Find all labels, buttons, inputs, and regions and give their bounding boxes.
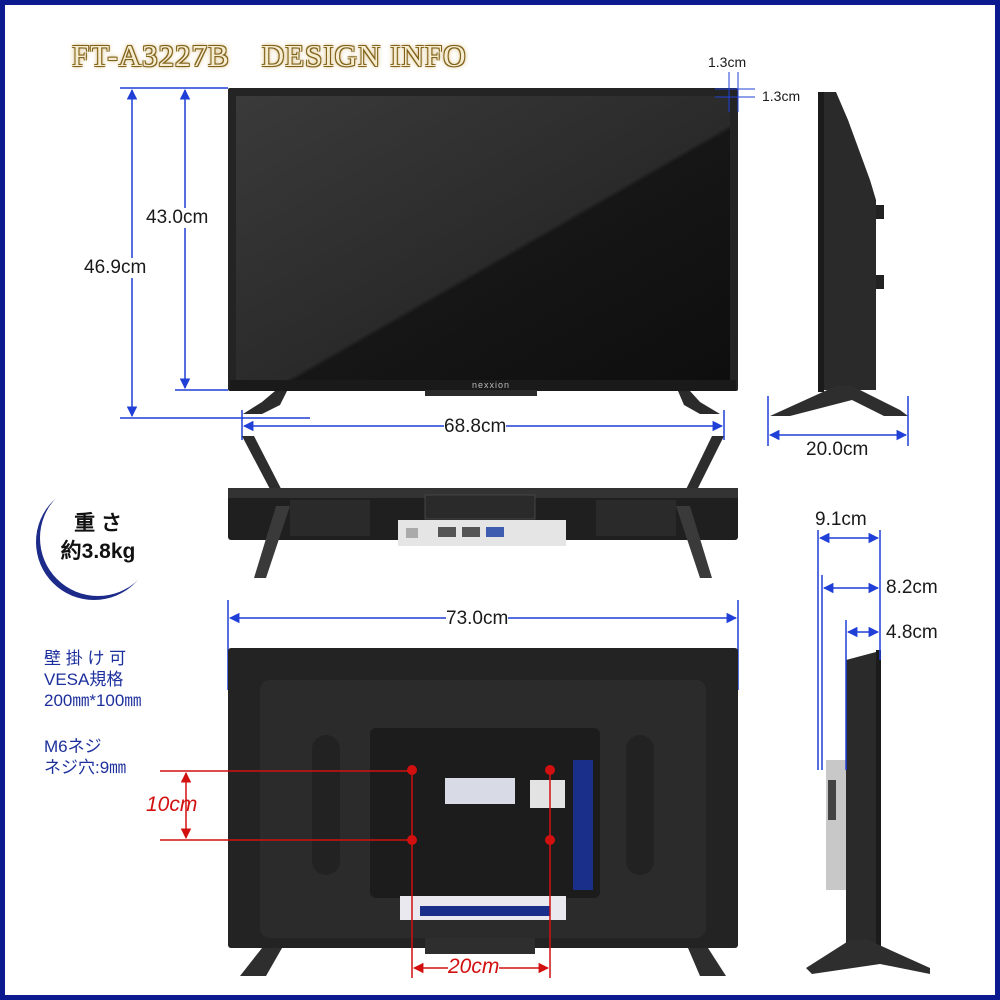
side-view-rear: [806, 650, 930, 974]
rear-center-panel: [370, 728, 600, 898]
front-screen: [236, 96, 730, 380]
height-dims: [120, 87, 725, 440]
weight-badge: 重 さ 約3.8kg: [40, 480, 156, 596]
bezel-width-label: 1.3cm: [708, 54, 747, 70]
depth-dim: [767, 396, 909, 446]
bottom-leg-left-front: [254, 506, 290, 578]
weight-label: 重 さ: [74, 512, 122, 535]
wall-note-line2: VESA規格: [44, 670, 124, 689]
front-view: [228, 88, 738, 414]
weight-value: 約3.8kg: [60, 540, 136, 563]
wall-note-line1: 壁 掛 け 可: [44, 649, 127, 668]
front-stand-right: [678, 391, 720, 414]
front-bottom-strip: [230, 380, 736, 391]
side-stand: [770, 386, 908, 416]
total-height-label: 46.9cm: [84, 257, 147, 278]
side-depth-dims: [817, 530, 881, 770]
side-view: [770, 92, 908, 416]
screen-width-label: 68.8cm: [444, 416, 507, 437]
bezel-marks: [715, 72, 755, 112]
bottom-leg-right-front: [676, 506, 712, 578]
vesa-vertical-label: 10cm: [146, 793, 198, 816]
total-width-label: 73.0cm: [446, 608, 509, 629]
depth-total-label: 9.1cm: [815, 509, 867, 530]
brand-logo: nexxion: [472, 380, 511, 390]
side-body: [822, 92, 876, 390]
front-button-bar: [425, 390, 537, 396]
bezel-height-label: 1.3cm: [762, 88, 801, 104]
rear-view: [228, 648, 738, 976]
front-stand-left: [243, 391, 287, 414]
screw-note-line2: ネジ穴:9㎜: [44, 758, 127, 777]
bottom-view: [228, 436, 738, 578]
depth-body-label: 8.2cm: [886, 577, 938, 598]
wall-mount-note: 壁 掛 け 可 VESA規格 200㎜*100㎜: [44, 648, 141, 711]
screw-note-line1: M6ネジ: [44, 737, 102, 756]
vesa-dims: [160, 770, 551, 978]
stand-depth-label: 20.0cm: [806, 439, 869, 460]
panel-height-label: 43.0cm: [146, 207, 209, 228]
wall-note-line3: 200㎜*100㎜: [44, 691, 142, 710]
depth-thin-label: 4.8cm: [886, 622, 938, 643]
side-rear-body: [846, 652, 876, 948]
screw-note: M6ネジ ネジ穴:9㎜: [44, 736, 126, 778]
page-title: FT-A3227B DESIGN INFO: [72, 38, 467, 73]
vesa-horizontal-label: 20cm: [448, 955, 500, 978]
